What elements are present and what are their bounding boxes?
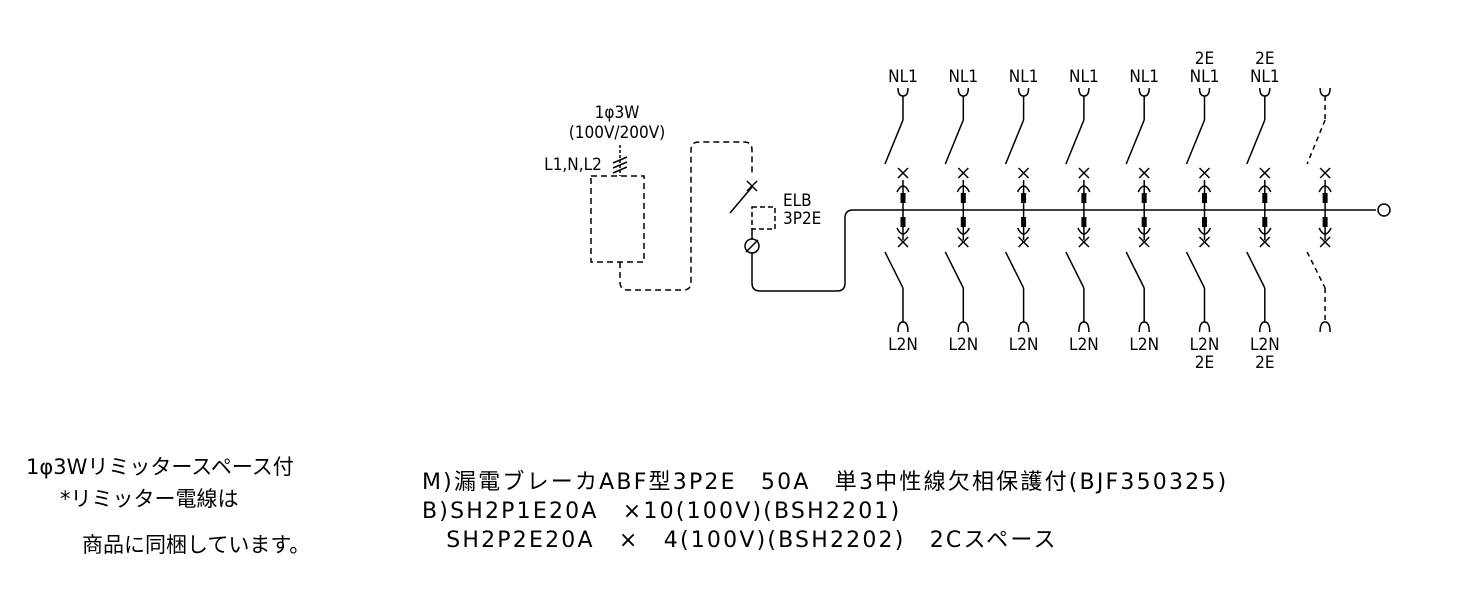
limiter-wire <box>619 141 753 291</box>
branch-top-label: 2E <box>1195 49 1214 69</box>
branch-top-label: NL1 <box>1250 67 1280 87</box>
branch-bottom-label: L2N <box>1129 335 1159 355</box>
branch-top-label: NL1 <box>1069 67 1099 87</box>
branch-bottom-label: L2N <box>948 335 978 355</box>
note-limiter-space: 1φ3Wリミッタースペース付 <box>26 455 294 479</box>
branch-top-label: NL1 <box>1190 67 1220 87</box>
limiter-space-box <box>590 175 645 263</box>
supply-voltage-label: (100V/200V) <box>569 123 665 143</box>
main-breaker-poles-label: 3P2E <box>783 209 821 229</box>
main-breaker-type-label: ELB <box>783 191 812 211</box>
main-breaker-elb <box>729 180 1391 292</box>
spec-branch-breaker-1e: B)SH2P1E20A ×10(100V)(BSH2201) <box>422 499 901 524</box>
branch-top-label: NL1 <box>948 67 978 87</box>
branch-breaker-spare <box>1306 87 1332 333</box>
branch-bottom-label: 2E <box>1255 353 1274 373</box>
supply-phase-label: 1φ3W <box>595 103 640 123</box>
branch-bottom-label: L2N <box>1009 335 1039 355</box>
spec-branch-breaker-2e: SH2P2E20A × 4(100V)(BSH2202) 2Cスペース <box>422 528 1058 553</box>
branch-bottom-label: L2N <box>1069 335 1099 355</box>
supply-wire <box>612 145 628 176</box>
branch-bottom-label: L2N <box>1190 335 1220 355</box>
branch-top-label: 2E <box>1255 49 1274 69</box>
branch-bottom-label: L2N <box>1250 335 1280 355</box>
branch-bottom-label: 2E <box>1195 353 1214 373</box>
spec-main-breaker: M)漏電ブレーカABF型3P2E 50A 単3中性線欠相保護付(BJF35032… <box>422 470 1228 495</box>
note-included: 商品に同梱しています。 <box>82 533 310 557</box>
branch-breakers: NL1L2NNL1L2NNL1L2NNL1L2NNL1L2N2ENL1L2N2E… <box>884 49 1332 373</box>
branch-top-label: NL1 <box>1009 67 1039 87</box>
note-limiter-wire: *リミッター電線は <box>60 487 239 511</box>
supply-lines-label: L1,N,L2 <box>544 155 602 175</box>
branch-bottom-label: L2N <box>888 335 918 355</box>
branch-top-label: NL1 <box>888 67 918 87</box>
branch-top-label: NL1 <box>1129 67 1159 87</box>
